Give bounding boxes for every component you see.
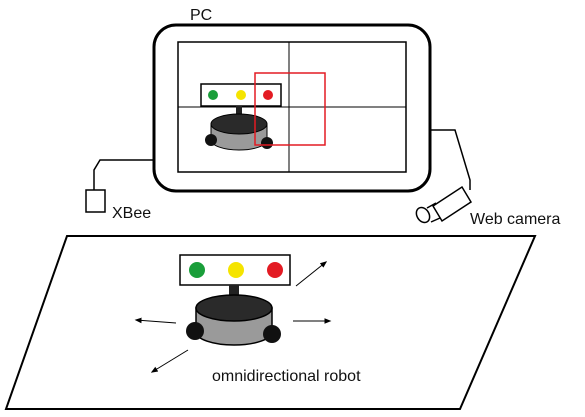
robot-wheel-left	[186, 322, 204, 340]
xbee-cable	[93, 159, 155, 190]
screen-led-yellow	[236, 90, 246, 100]
screen-robot-mast	[236, 106, 242, 116]
screen-robot-wheel-right	[261, 137, 273, 149]
pc-monitor	[152, 23, 432, 193]
camera-cable	[430, 129, 471, 190]
screen-robot-image	[200, 83, 282, 151]
robot-mast	[229, 285, 239, 297]
arrow-lower-left	[150, 349, 189, 373]
camera-body	[431, 185, 473, 223]
omnidirectional-robot	[179, 254, 291, 346]
screen-robot-top	[210, 113, 268, 135]
tracking-box	[254, 72, 326, 146]
robot-led-yellow	[228, 262, 244, 278]
arrow-left	[134, 317, 177, 324]
camera-lens	[415, 206, 431, 224]
web-camera	[415, 185, 473, 224]
robot-wheel-right	[263, 325, 281, 343]
screen-led-green	[208, 90, 218, 100]
robot-label: omnidirectional robot	[212, 368, 361, 385]
screen-led-red	[263, 90, 273, 100]
pc-label: PC	[190, 7, 212, 24]
web-camera-label: Web camera	[470, 211, 561, 228]
xbee-module	[85, 189, 106, 213]
screen-robot-wheel-left	[205, 134, 217, 146]
arrow-upper-right	[295, 261, 328, 287]
robot-top	[195, 294, 273, 322]
robot-led-red	[267, 262, 283, 278]
xbee-label: XBee	[112, 205, 151, 222]
robot-led-green	[189, 262, 205, 278]
